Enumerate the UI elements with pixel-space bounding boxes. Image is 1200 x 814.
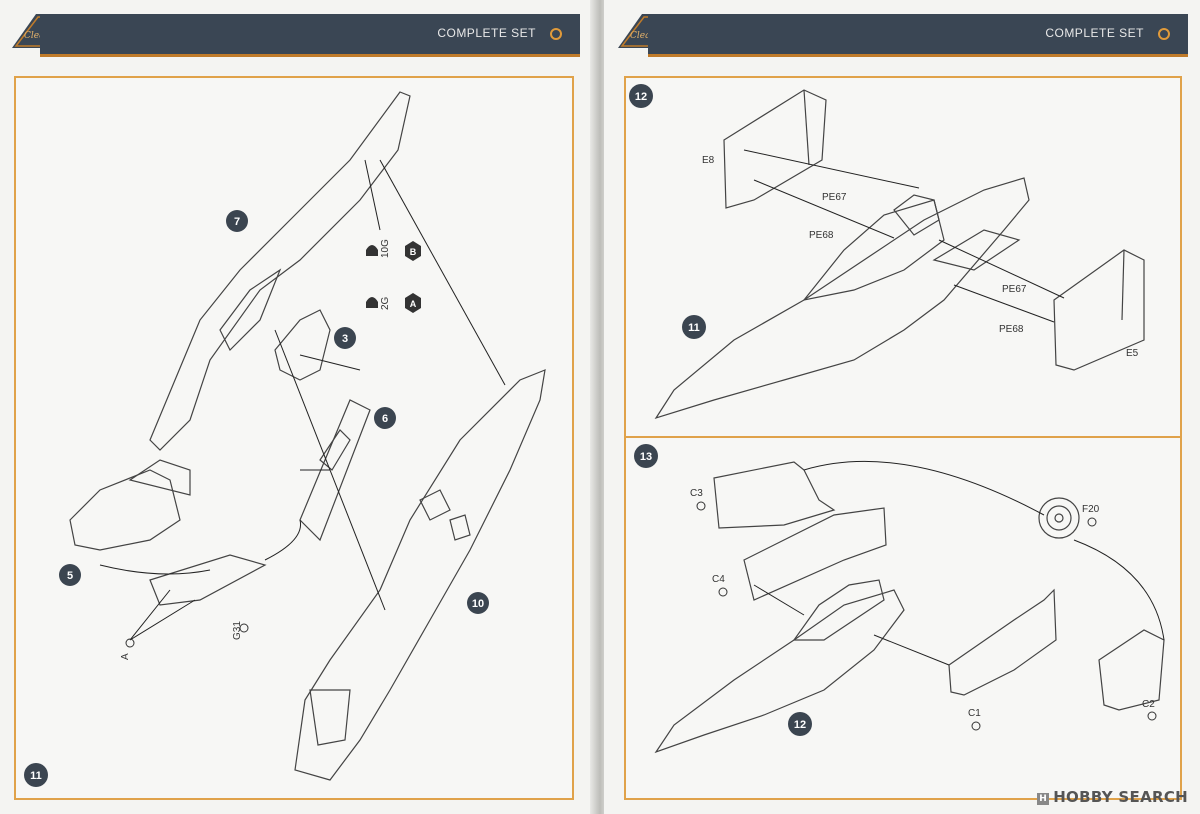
hex-mark-icon <box>405 241 421 261</box>
step-badge-3: 3 <box>334 327 356 349</box>
compressor-fan-f20-drawing <box>1038 497 1080 539</box>
part-label-pe68: PE68 <box>809 230 834 241</box>
svg-text:11: 11 <box>30 770 42 782</box>
weight-icon <box>366 297 378 308</box>
step-badge-10: 10 <box>467 592 489 614</box>
left-page: Clear Prop! COMPLETE SET <box>0 0 596 814</box>
part-label-pe68-2: PE68 <box>999 324 1024 335</box>
svg-text:11: 11 <box>688 322 700 334</box>
step-badge-13: 13 <box>634 444 658 468</box>
page-header-right: COMPLETE SET <box>648 14 1188 57</box>
hex-mark-icon <box>405 293 421 313</box>
part-label-a: A <box>120 653 131 660</box>
right-page: Clear Prop! COMPLETE SET 1 <box>604 0 1200 814</box>
svg-text:13: 13 <box>640 451 652 463</box>
part-label-c3: C3 <box>690 488 703 499</box>
glue-note-10g: 10G B <box>366 239 421 261</box>
step-badge-6: 6 <box>374 407 396 429</box>
duct-c2-drawing <box>1098 629 1165 711</box>
svg-text:B: B <box>410 247 417 257</box>
svg-text:7: 7 <box>234 216 240 228</box>
page-number-badge-11: 11 <box>24 763 48 787</box>
part-label-pe67: PE67 <box>822 192 847 203</box>
sub-step-badge-12: 12 <box>788 712 812 736</box>
step-badge-5: 5 <box>59 564 81 586</box>
fuselage-half-drawing <box>149 91 411 451</box>
intake-e8-drawing <box>723 89 827 209</box>
part-label-g31: G31 <box>232 621 243 640</box>
svg-text:6: 6 <box>382 413 388 425</box>
cockpit-tub-drawing <box>149 554 267 606</box>
step-badge-7: 7 <box>226 210 248 232</box>
guide-line <box>803 460 1045 516</box>
header-title: COMPLETE SET <box>1045 26 1144 40</box>
instruction-panel-step-12 <box>624 76 1182 438</box>
duct-c1-drawing <box>948 588 1057 696</box>
part-label-e8: E8 <box>702 155 715 166</box>
weight-icon <box>366 245 378 256</box>
part-label-pe67-2: PE67 <box>1002 284 1027 295</box>
step-badge-12: 12 <box>629 84 653 108</box>
svg-text:12: 12 <box>635 91 647 103</box>
page-header-left: COMPLETE SET <box>40 14 580 57</box>
svg-text:5: 5 <box>67 570 73 582</box>
svg-text:10G: 10G <box>380 239 391 258</box>
header-dot-icon <box>550 28 562 40</box>
part-label-c2: C2 <box>1142 699 1155 710</box>
part-label-f20: F20 <box>1082 504 1100 515</box>
duct-c4-drawing <box>743 507 887 601</box>
left-assembly-drawing: 7 3 6 5 10 11 10G B <box>24 91 546 787</box>
header-title: COMPLETE SET <box>437 26 536 40</box>
fuselage-half-10-drawing <box>294 369 546 781</box>
instruction-panel-step-13 <box>624 436 1182 800</box>
right-assembly-drawing: 12 11 E8 PE67 PE68 PE67 PE68 E5 <box>629 84 1165 754</box>
svg-text:10: 10 <box>472 598 484 610</box>
fuselage-drawing-12 <box>654 589 905 754</box>
guide-line <box>743 149 920 189</box>
header-dot-icon <box>1158 28 1170 40</box>
seat-part-5-drawing <box>69 469 181 551</box>
svg-text:12: 12 <box>794 719 806 731</box>
svg-text:2G: 2G <box>380 296 391 310</box>
instruction-panel-left <box>14 76 574 800</box>
part-label-c1: C1 <box>968 708 981 719</box>
guide-line <box>379 159 506 386</box>
part-3-drawing <box>274 309 331 381</box>
part-label-c4: C4 <box>712 574 725 585</box>
fuselage-drawing-11 <box>654 177 1030 420</box>
duct-c3-drawing <box>713 461 836 529</box>
svg-text:3: 3 <box>342 333 348 345</box>
part-label-e5: E5 <box>1126 348 1139 359</box>
svg-text:A: A <box>410 299 417 309</box>
glue-note-2g: 2G A <box>366 293 421 313</box>
sub-step-badge-11: 11 <box>682 315 706 339</box>
